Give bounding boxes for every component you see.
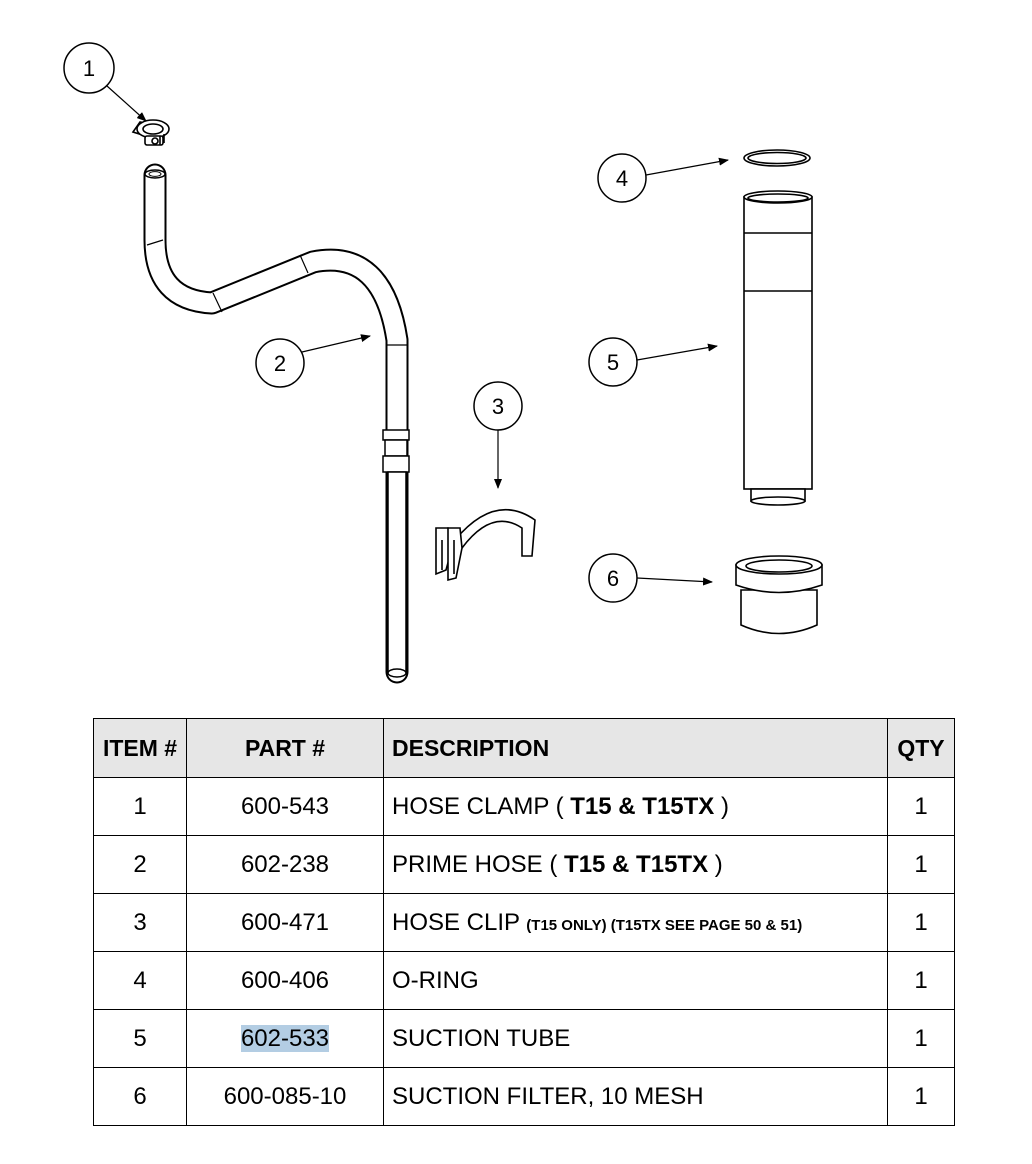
description-main: O-RING [392,966,479,994]
table-row: 4 600-406 O-RING 1 [93,951,955,1010]
parts-diagram: 1 2 3 [63,42,823,684]
description-main: SUCTION FILTER, 10 MESH [392,1082,704,1110]
quantity: 1 [887,1067,955,1126]
callout-4: 4 [597,153,729,203]
callout-3: 3 [473,381,523,489]
quantity: 1 [887,777,955,836]
table-row: 1 600-543 HOSE CLAMP ( T15 & T15TX ) 1 [93,777,955,836]
hose-clip-drawing [435,508,536,582]
description-model: T15 & T15TX [570,792,715,820]
description-main: HOSE CLIP [392,908,527,936]
description-tail: ) [708,850,723,878]
prime-hose-drawing [143,163,410,684]
item-number: 6 [93,1067,187,1126]
item-number: 4 [93,951,187,1010]
svg-text:4: 4 [616,166,628,191]
hose-clamp-drawing [131,119,170,146]
part-number: 600-085-10 [186,1067,384,1126]
svg-text:6: 6 [607,566,619,591]
description: PRIME HOSE ( T15 & T15TX ) [383,835,888,894]
part-number: 600-471 [186,893,384,952]
description-main: SUCTION TUBE [392,1024,571,1052]
callout-5: 5 [588,337,718,387]
item-number: 3 [93,893,187,952]
item-number: 2 [93,835,187,894]
description-tail: ) [714,792,729,820]
description-note: (T15 ONLY) (T15TX SEE PAGE 50 & 51) [526,916,803,934]
header-part: PART # [186,718,384,778]
description-main: PRIME HOSE ( [392,850,565,878]
callout-1: 1 [63,42,147,122]
table-row: 5 602-533 SUCTION TUBE 1 [93,1009,955,1068]
description: HOSE CLIP (T15 ONLY) (T15TX SEE PAGE 50 … [383,893,888,952]
callout-2: 2 [255,334,371,388]
description: O-RING [383,951,888,1010]
o-ring-drawing [743,149,811,167]
part-number: 602-238 [186,835,384,894]
svg-text:2: 2 [274,351,286,376]
table-row: 2 602-238 PRIME HOSE ( T15 & T15TX ) 1 [93,835,955,894]
table-header-row: ITEM # PART # DESCRIPTION QTY [93,718,955,778]
suction-tube-drawing [743,190,813,506]
header-qty: QTY [887,718,955,778]
description-model: T15 & T15TX [564,850,709,878]
callout-6: 6 [588,553,713,603]
part-number-selected[interactable]: 602-533 [240,1024,330,1052]
item-number: 1 [93,777,187,836]
description: SUCTION FILTER, 10 MESH [383,1067,888,1126]
part-number: 600-406 [186,951,384,1010]
suction-filter-drawing [735,555,823,635]
quantity: 1 [887,893,955,952]
item-number: 5 [93,1009,187,1068]
svg-text:5: 5 [607,350,619,375]
parts-table: ITEM # PART # DESCRIPTION QTY 1 600-543 … [93,718,955,1126]
quantity: 1 [887,835,955,894]
svg-text:1: 1 [83,56,95,81]
description-main: HOSE CLAMP ( [392,792,571,820]
header-description: DESCRIPTION [383,718,888,778]
table-row: 3 600-471 HOSE CLIP (T15 ONLY) (T15TX SE… [93,893,955,952]
header-item: ITEM # [93,718,187,778]
part-number[interactable]: 602-533 [186,1009,384,1068]
table-row: 6 600-085-10 SUCTION FILTER, 10 MESH 1 [93,1067,955,1126]
description: HOSE CLAMP ( T15 & T15TX ) [383,777,888,836]
quantity: 1 [887,951,955,1010]
quantity: 1 [887,1009,955,1068]
description: SUCTION TUBE [383,1009,888,1068]
part-number: 600-543 [186,777,384,836]
svg-text:3: 3 [492,394,504,419]
